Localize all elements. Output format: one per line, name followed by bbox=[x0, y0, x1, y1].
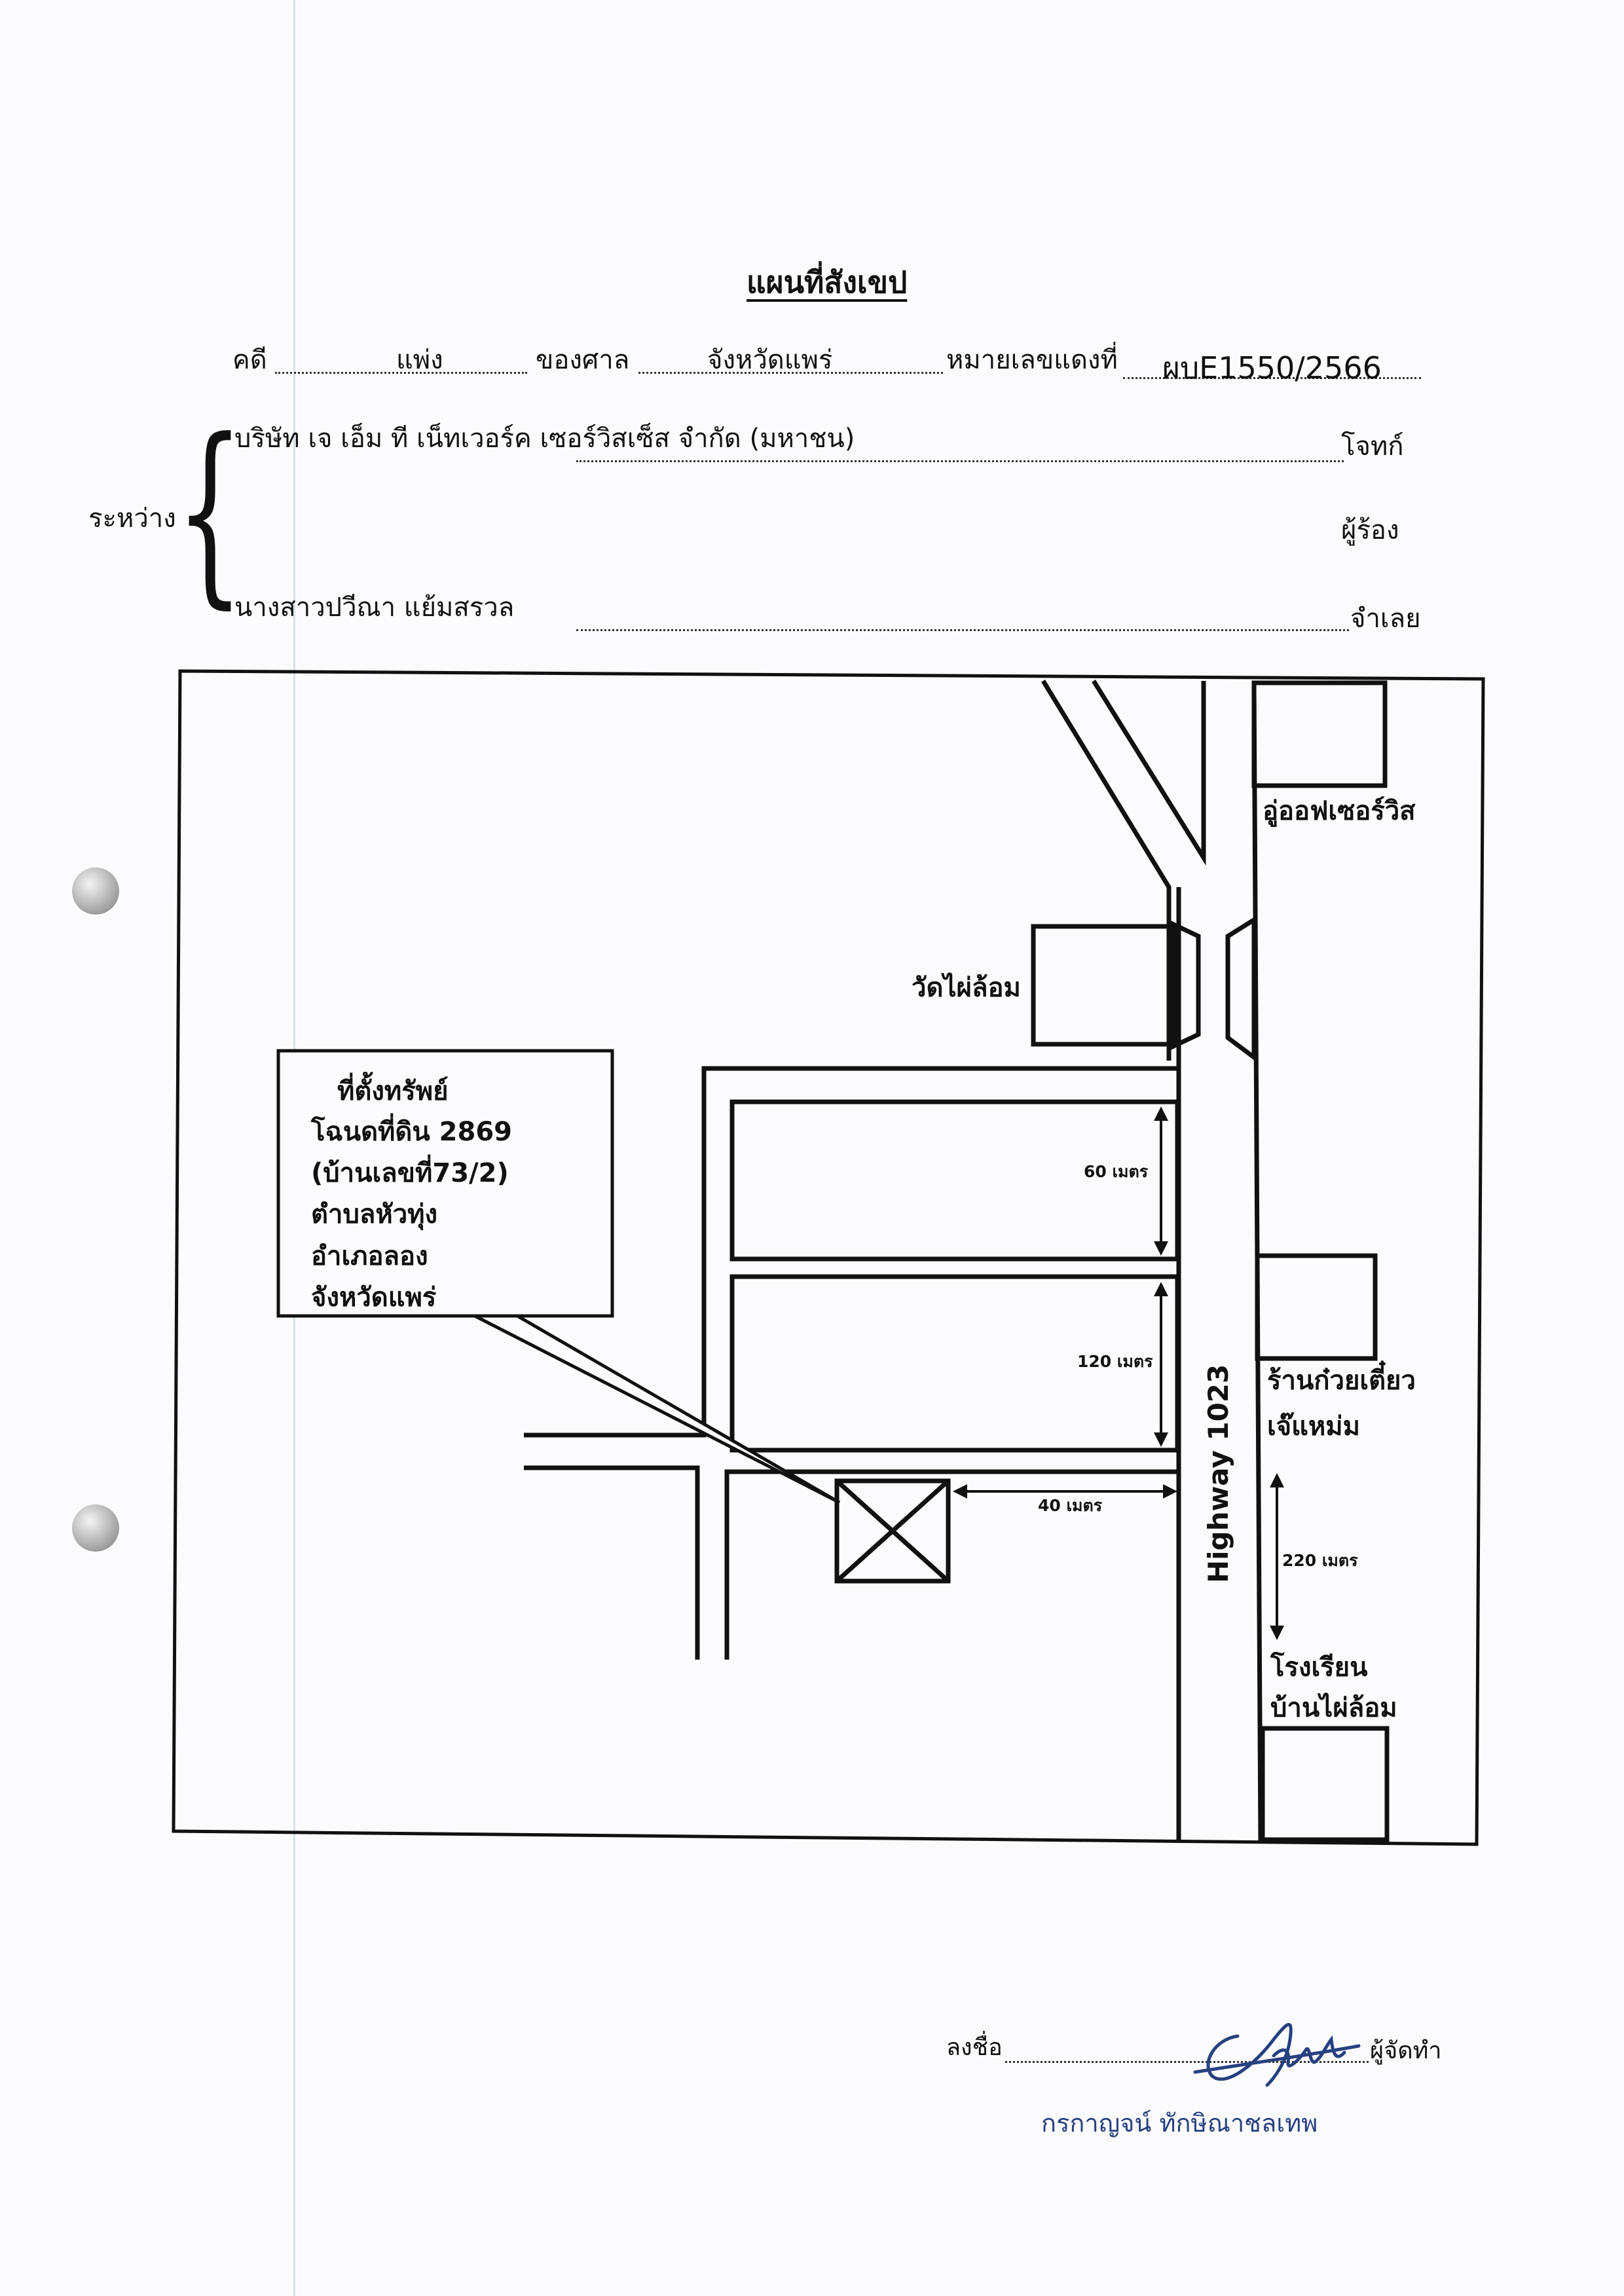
office-building bbox=[1251, 680, 1388, 788]
plaintiff-dots bbox=[576, 460, 1344, 462]
defendant-name: นางสาวปวีณา แย้มสรวล bbox=[234, 592, 515, 623]
dimension-arrows bbox=[953, 1106, 1284, 1640]
property-marker bbox=[834, 1478, 951, 1584]
school-building bbox=[1260, 1726, 1390, 1842]
soi-outline-north bbox=[524, 1066, 1179, 1438]
between-brace: { bbox=[175, 397, 244, 626]
red-no-label: หมายเลขแดงที่ bbox=[946, 345, 1118, 375]
noodle-shop-building bbox=[1255, 1253, 1378, 1361]
map-frame bbox=[172, 669, 1485, 1846]
label-dist-40: 40 เมตร bbox=[1038, 1496, 1103, 1515]
maker-role: ผู้จัดทำ bbox=[1370, 2037, 1442, 2064]
soi-outline-west bbox=[724, 1469, 1179, 1660]
temple-building bbox=[1031, 924, 1177, 1047]
sign-dots bbox=[1005, 2061, 1369, 2063]
page-title: แผนที่สังเขป bbox=[747, 264, 908, 300]
label-highway: Highway 1023 bbox=[1202, 1364, 1234, 1583]
petitioner-role: ผู้ร้อง bbox=[1341, 515, 1399, 545]
plaintiff-name: บริษัท เจ เอ็ม ที เน็ทเวอร์ค เซอร์วิสเซ็… bbox=[234, 424, 855, 454]
block-60m bbox=[729, 1099, 1180, 1262]
label-office: อู่ออฟเซอร์วิส bbox=[1263, 796, 1416, 827]
label-noodle-2: เจ๊แหม่ม bbox=[1267, 1412, 1360, 1442]
between-label: ระหว่าง bbox=[88, 503, 176, 534]
label-dist-120: 120 เมตร bbox=[1077, 1352, 1153, 1371]
defendant-role: จำเลย bbox=[1350, 604, 1421, 634]
label-noodle-1: ร้านก๋วยเตี๋ยว bbox=[1267, 1360, 1416, 1396]
case-dots bbox=[275, 372, 527, 374]
callout-line-5: อำเภอลอง bbox=[311, 1241, 428, 1271]
punch-hole-bottom bbox=[72, 1504, 119, 1552]
court-label: ของศาล bbox=[536, 345, 630, 375]
defendant-dots bbox=[576, 629, 1349, 631]
callout-box bbox=[276, 1049, 841, 1504]
temple-gate-west bbox=[1168, 919, 1201, 1051]
label-school-1: โรงเรียน bbox=[1270, 1652, 1367, 1683]
punch-hole-top bbox=[72, 867, 119, 915]
label-temple: วัดไผ่ล้อม bbox=[912, 972, 1021, 1003]
label-school-2: บ้านไผ่ล้อม bbox=[1270, 1692, 1397, 1723]
case-label: คดี bbox=[232, 345, 267, 375]
label-dist-60: 60 เมตร bbox=[1084, 1162, 1149, 1181]
plaintiff-role: โจทก์ bbox=[1341, 431, 1404, 462]
court-name: จังหวัดแพร่ bbox=[707, 345, 833, 375]
callout-line-4: ตำบลหัวทุ่ง bbox=[311, 1199, 437, 1231]
handwritten-signature bbox=[1193, 2023, 1361, 2087]
court-dots bbox=[638, 372, 943, 374]
callout-line-3: (บ้านเลขที่73/2) bbox=[311, 1154, 509, 1188]
soi-outline-cross bbox=[524, 1465, 700, 1660]
red-no-dots bbox=[1123, 377, 1421, 379]
block-120m bbox=[729, 1274, 1180, 1453]
label-dist-220: 220 เมตร bbox=[1282, 1551, 1358, 1570]
red-no: ผบE1550/2566 bbox=[1162, 350, 1382, 386]
case-type: แพ่ง bbox=[396, 345, 443, 375]
temple-gate-east bbox=[1225, 915, 1257, 1062]
callout-line-6: จังหวัดแพร่ bbox=[311, 1283, 437, 1313]
sign-label: ลงชื่อ bbox=[946, 2034, 1003, 2061]
property-cross-b bbox=[835, 1479, 950, 1583]
signer-name: กรกาญจน์ ทักษิณาชลเทพ bbox=[1041, 2109, 1318, 2138]
callout-line-2: โฉนดที่ดิน 2869 bbox=[310, 1113, 512, 1147]
callout-line-1: ที่ตั้งทรัพย์ bbox=[337, 1072, 449, 1106]
